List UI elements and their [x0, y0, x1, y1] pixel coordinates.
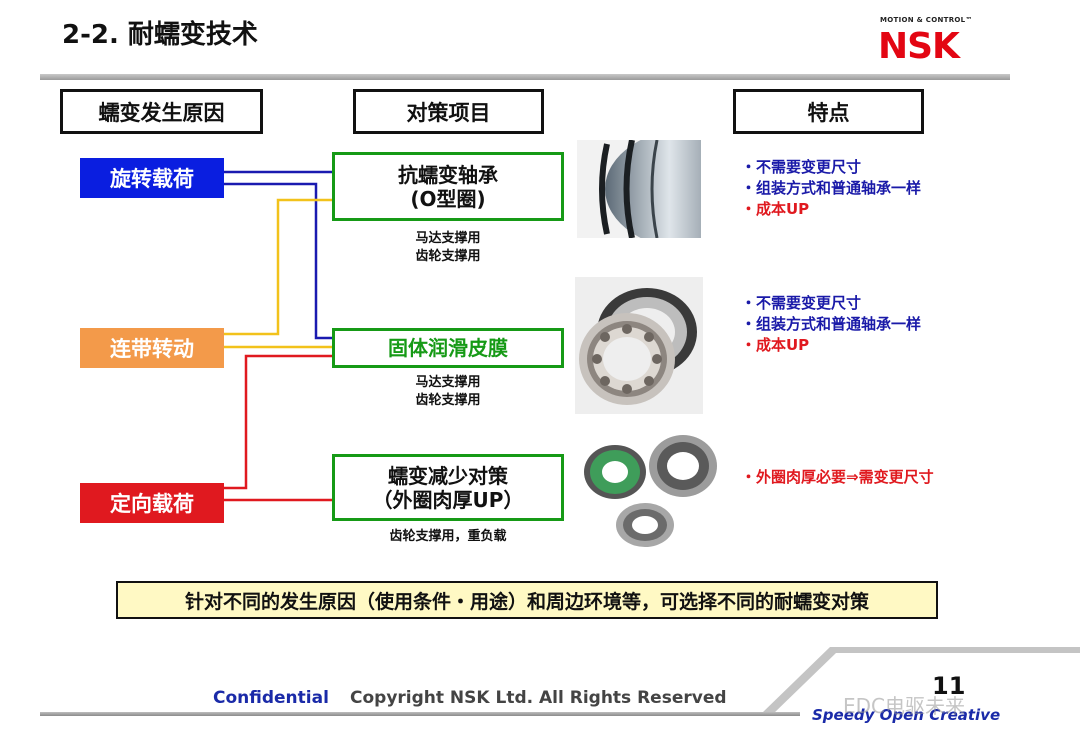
measure-2-line1: 固体润滑皮膜 [388, 336, 508, 360]
measure-2-note2: 齿轮支撑用 [415, 393, 481, 409]
connector-red-1 [224, 354, 332, 490]
footer-tagline: Speedy Open Creative [812, 706, 1001, 724]
feature-2-item-2: ・组装方式和普通轴承一样 [741, 315, 922, 333]
page-title: 2-2. 耐蠕变技术 [62, 20, 258, 50]
features-group-2: ・不需要变更尺寸 ・组装方式和普通轴承一样 ・成本UP [741, 293, 921, 356]
header-divider [40, 74, 1010, 80]
feature-2-item-1: ・不需要变更尺寸 [741, 294, 862, 312]
measure-solid-lubricant: 固体润滑皮膜 [332, 328, 564, 368]
header-measures: 对策项目 [353, 89, 544, 134]
feature-2-item-3: ・成本UP [741, 336, 810, 354]
connector-yellow-1 [224, 198, 332, 336]
measure-3-line2: （外圈肉厚UP） [372, 487, 524, 512]
measure-1-line2: (O型圈) [410, 186, 486, 211]
measure-1-note2: 齿轮支撑用 [415, 249, 481, 265]
measure-2-note: 马达支撑用 齿轮支撑用 [332, 374, 564, 410]
measure-2-note1: 马达支撑用 [415, 375, 481, 390]
footer-divider [40, 712, 800, 716]
footer-copyright: Copyright NSK Ltd. All Rights Reserved [350, 688, 727, 708]
bearing-oring-image [577, 140, 701, 238]
measure-1-line1: 抗蠕变轴承 [398, 162, 498, 187]
bearing-thick-ring-image [582, 432, 720, 550]
measure-1-note1: 马达支撑用 [415, 231, 481, 246]
cause-static-load: 定向载荷 [80, 483, 224, 523]
feature-1-item-1: ・不需要变更尺寸 [741, 158, 862, 176]
bearing-coated-image [575, 277, 703, 414]
footer-confidential: Confidential [213, 688, 329, 708]
header-causes: 蠕变发生原因 [60, 89, 263, 134]
logo-tagline: MOTION & CONTROL™ [880, 16, 973, 24]
measure-thick-outer-ring: 蠕变减少对策 （外圈肉厚UP） [332, 454, 564, 521]
measure-3-note: 齿轮支撑用，重负载 [332, 528, 564, 546]
watermark: EDC电驱未来 [843, 694, 966, 718]
measure-1-note: 马达支撑用 齿轮支撑用 [332, 230, 564, 266]
summary-banner: 针对不同的发生原因（使用条件・用途）和周边环境等，可选择不同的耐蠕变对策 [116, 581, 938, 619]
measure-oring-bearing: 抗蠕变轴承 (O型圈) [332, 152, 564, 221]
page-number: 11 [932, 672, 966, 700]
cause-rotating-load: 旋转载荷 [80, 158, 224, 198]
feature-3-item-1: ・外圈肉厚必要⇒需变更尺寸 [741, 468, 934, 486]
features-group-3: ・外圈肉厚必要⇒需变更尺寸 [741, 467, 934, 488]
connector-blue-2 [224, 182, 332, 340]
features-group-1: ・不需要变更尺寸 ・组装方式和普通轴承一样 ・成本UP [741, 157, 921, 220]
header-features: 特点 [733, 89, 924, 134]
nsk-logo: NSK [878, 26, 960, 67]
feature-1-item-2: ・组装方式和普通轴承一样 [741, 179, 922, 197]
cause-corotation: 连带转动 [80, 328, 224, 368]
measure-3-note1: 齿轮支撑用，重负载 [389, 529, 507, 544]
feature-1-item-3: ・成本UP [741, 200, 810, 218]
measure-3-line1: 蠕变减少对策 [388, 463, 508, 488]
